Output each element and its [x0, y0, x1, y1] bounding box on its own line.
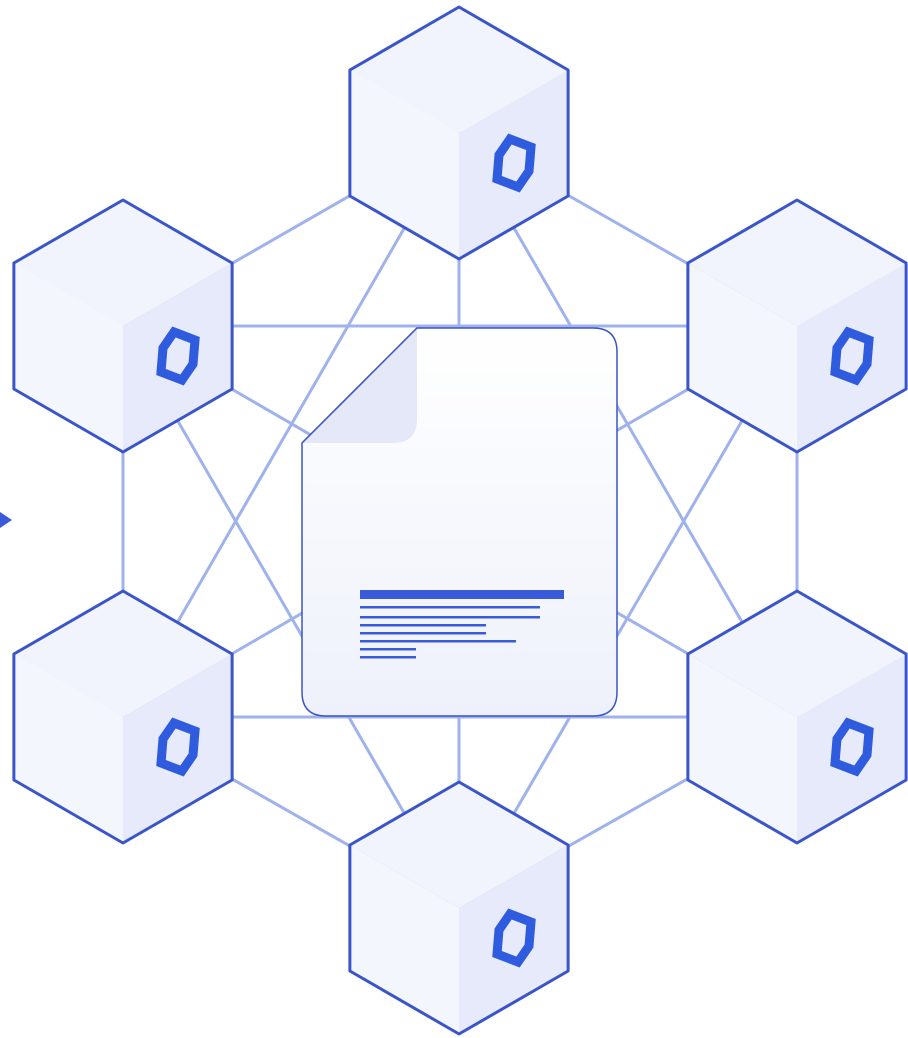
node-top: [348, 5, 570, 261]
cube-outline: [348, 5, 570, 261]
document-text-line: [360, 624, 486, 627]
cube-right-face: [459, 70, 569, 259]
cube-outline: [686, 198, 908, 454]
document-text-line: [360, 606, 540, 609]
chainlink-hexagon-icon: [156, 326, 200, 386]
node-upper-left: [12, 198, 234, 454]
node-lower-left: [12, 589, 234, 845]
document-text-line: [360, 640, 516, 643]
chainlink-hexagon-icon: [492, 908, 536, 968]
cube-left-face: [349, 845, 459, 1034]
cube-outline: [686, 589, 908, 845]
edge-upper-left-bottom: [121, 325, 461, 909]
chainlink-hexagon-icon: [830, 326, 874, 386]
node-cubes: [12, 5, 908, 1036]
document-text-line: [360, 616, 540, 619]
chainlink-hexagon-icon: [492, 133, 536, 193]
chainlink-hexagon-icon: [156, 717, 200, 777]
cube-left-face: [687, 263, 797, 452]
document-text-line: [360, 656, 416, 659]
node-upper-right: [686, 198, 908, 454]
document-text-line: [360, 648, 416, 651]
document-icon: [301, 327, 618, 717]
cube-right-face: [797, 263, 907, 452]
document-heading-line: [360, 590, 564, 599]
cube-right-face: [797, 654, 907, 843]
chainlink-hexagon-icon: [830, 717, 874, 777]
cube-right-face: [459, 845, 569, 1034]
node-lower-right: [686, 589, 908, 845]
edge-upper-right-bottom: [457, 325, 799, 909]
cube-outline: [12, 198, 234, 454]
cube-outline: [348, 780, 570, 1036]
cube-left-face: [349, 70, 459, 259]
cube-outline: [12, 589, 234, 845]
node-bottom: [348, 780, 570, 1036]
central-document: [301, 327, 618, 717]
arrow-pointer-icon: [0, 512, 12, 528]
document-text-line: [360, 632, 486, 635]
cube-left-face: [687, 654, 797, 843]
